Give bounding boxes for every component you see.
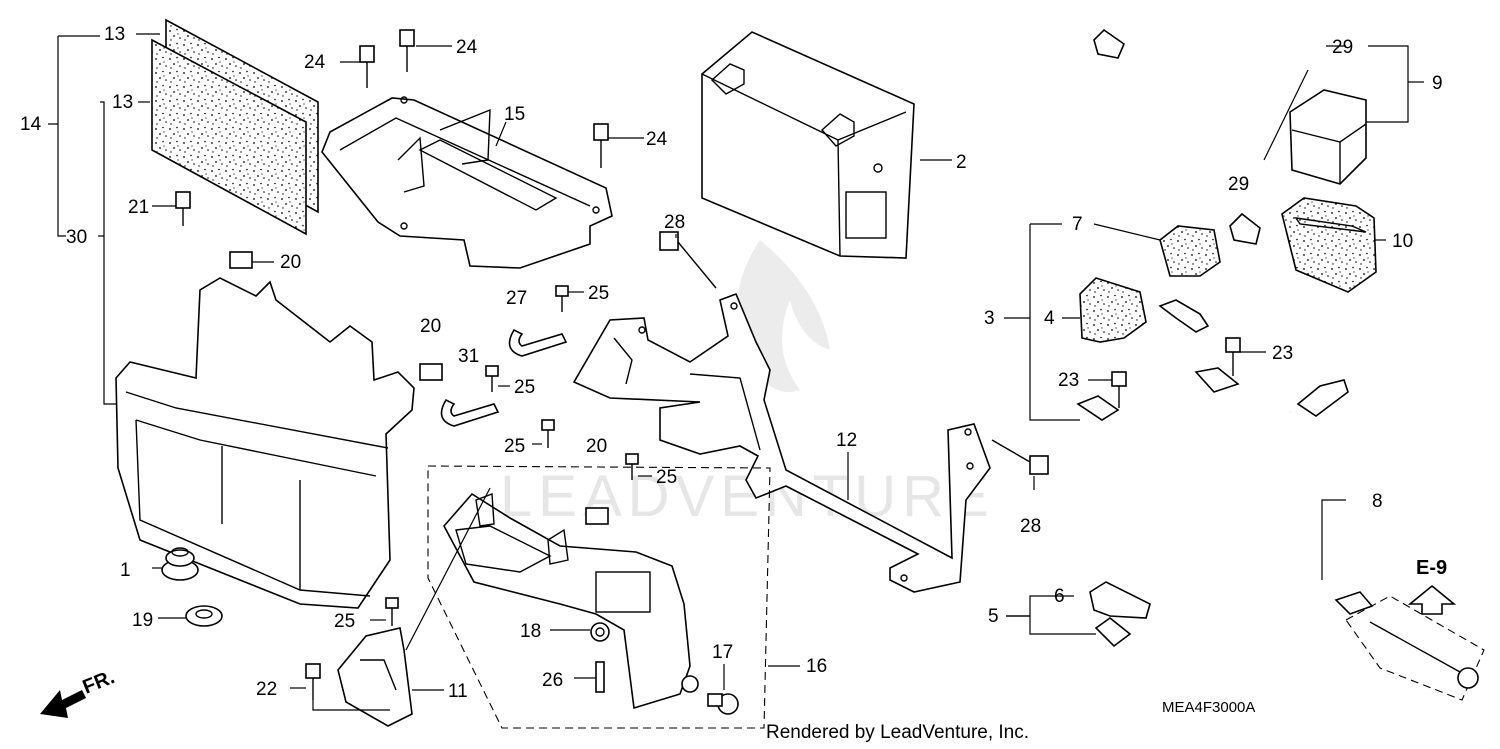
- front-arrow-icon: [40, 690, 86, 718]
- callout-25-c: 25: [504, 436, 525, 457]
- callout-6: 6: [1054, 586, 1065, 607]
- bolt-22: [305, 663, 321, 700]
- positive-cable-3: [1075, 299, 1210, 529]
- battery-box-30: [115, 277, 415, 609]
- callout-27: 27: [506, 288, 527, 309]
- bolt-24-b: [399, 29, 415, 72]
- callout-28-a: 28: [664, 212, 685, 233]
- callout-13-bottom: 13: [112, 92, 133, 113]
- credit-text: Rendered by LeadVenture, Inc.: [766, 722, 1029, 743]
- bolt-28-a: [659, 231, 717, 289]
- callout-14: 14: [20, 114, 42, 135]
- callout-16: 16: [806, 656, 827, 677]
- bolt-28-b: [991, 439, 1049, 475]
- callout-30: 30: [66, 227, 87, 248]
- callout-3: 3: [984, 308, 995, 329]
- callout-20-c: 20: [586, 436, 607, 457]
- grommet-19: [185, 605, 223, 627]
- callout-25-b: 25: [514, 377, 535, 398]
- callout-13-top: 13: [104, 24, 125, 45]
- grommet-18: [590, 622, 610, 642]
- band-31: [440, 398, 500, 427]
- rivet-17: [707, 693, 739, 715]
- fuse-29-a: [1093, 28, 1125, 59]
- callout-18: 18: [520, 621, 541, 642]
- callout-20-b: 20: [420, 316, 441, 337]
- callout-11: 11: [448, 681, 468, 702]
- callout-25-d: 25: [656, 467, 677, 488]
- callout-23-a: 23: [1272, 343, 1293, 364]
- callout-24-b: 24: [456, 37, 478, 58]
- battery-2: [701, 31, 915, 259]
- battery-bracket-12: [572, 292, 991, 593]
- callout-22: 22: [256, 679, 277, 700]
- bolt-24-a: [359, 45, 375, 88]
- terminal-cover-4: [1079, 277, 1147, 343]
- grommet-1: [161, 547, 199, 581]
- callout-12: 12: [836, 430, 857, 451]
- bolt-23-b: [1111, 371, 1127, 408]
- callout-26: 26: [542, 670, 563, 691]
- callout-19: 19: [132, 610, 153, 631]
- callout-2: 2: [956, 152, 967, 173]
- band-27: [508, 328, 568, 357]
- reference-label-e9: E-9: [1416, 557, 1447, 579]
- callout-29-a: 29: [1332, 37, 1353, 58]
- callout-31: 31: [458, 346, 479, 367]
- callout-labels: 13 13 14 30 21 20 24 24 24 15 2 28 25 27…: [20, 24, 1443, 702]
- negative-cable-5: [1094, 367, 1240, 667]
- callout-25-e: 25: [334, 611, 355, 632]
- callout-24-c: 24: [646, 129, 668, 150]
- callout-1: 1: [120, 560, 131, 581]
- bolt-24-c: [593, 123, 609, 168]
- bolt-23-a: [1225, 337, 1241, 376]
- battery-upper-cover-15: [321, 96, 613, 269]
- callout-5: 5: [988, 606, 999, 627]
- clip-nut-20-b: [419, 363, 443, 381]
- callout-4: 4: [1044, 308, 1055, 329]
- stay-11: [337, 627, 413, 727]
- terminal-cover-7: [1159, 225, 1221, 277]
- clip-nut-20-a: [229, 251, 253, 269]
- relay-cover-10: [1281, 197, 1377, 293]
- callout-21: 21: [128, 197, 149, 218]
- callout-25-a: 25: [588, 283, 609, 304]
- filter-foam-13: [151, 18, 319, 236]
- callout-10: 10: [1392, 231, 1413, 252]
- reference-arrow-e9: [1407, 584, 1457, 615]
- callout-24-a: 24: [304, 52, 326, 73]
- screw-25-group: [385, 285, 639, 626]
- clip-nut-20-c: [585, 507, 609, 525]
- leader-lines: [48, 33, 1424, 711]
- callout-20-a: 20: [280, 252, 301, 273]
- callout-28-b: 28: [1020, 516, 1041, 537]
- callout-17: 17: [712, 642, 733, 663]
- bolt-21: [175, 191, 191, 226]
- front-marker-label: FR.: [80, 666, 118, 698]
- callout-9: 9: [1432, 73, 1443, 94]
- diagram-code: MEA4F3000A: [1162, 699, 1255, 716]
- lower-case-16: [427, 465, 771, 729]
- sub-cable-8: [1247, 379, 1485, 701]
- callout-15: 15: [504, 104, 525, 125]
- pin-26: [595, 661, 605, 693]
- terminal-cover-6: [1089, 581, 1151, 619]
- callout-23-b: 23: [1058, 370, 1079, 391]
- callout-29-b: 29: [1228, 174, 1249, 195]
- watermark-text: LEADVENTURE: [500, 464, 995, 529]
- callout-7: 7: [1072, 214, 1083, 235]
- callout-8: 8: [1372, 491, 1383, 512]
- fuse-29-b: [1229, 212, 1261, 245]
- starter-relay-9: [1289, 89, 1367, 185]
